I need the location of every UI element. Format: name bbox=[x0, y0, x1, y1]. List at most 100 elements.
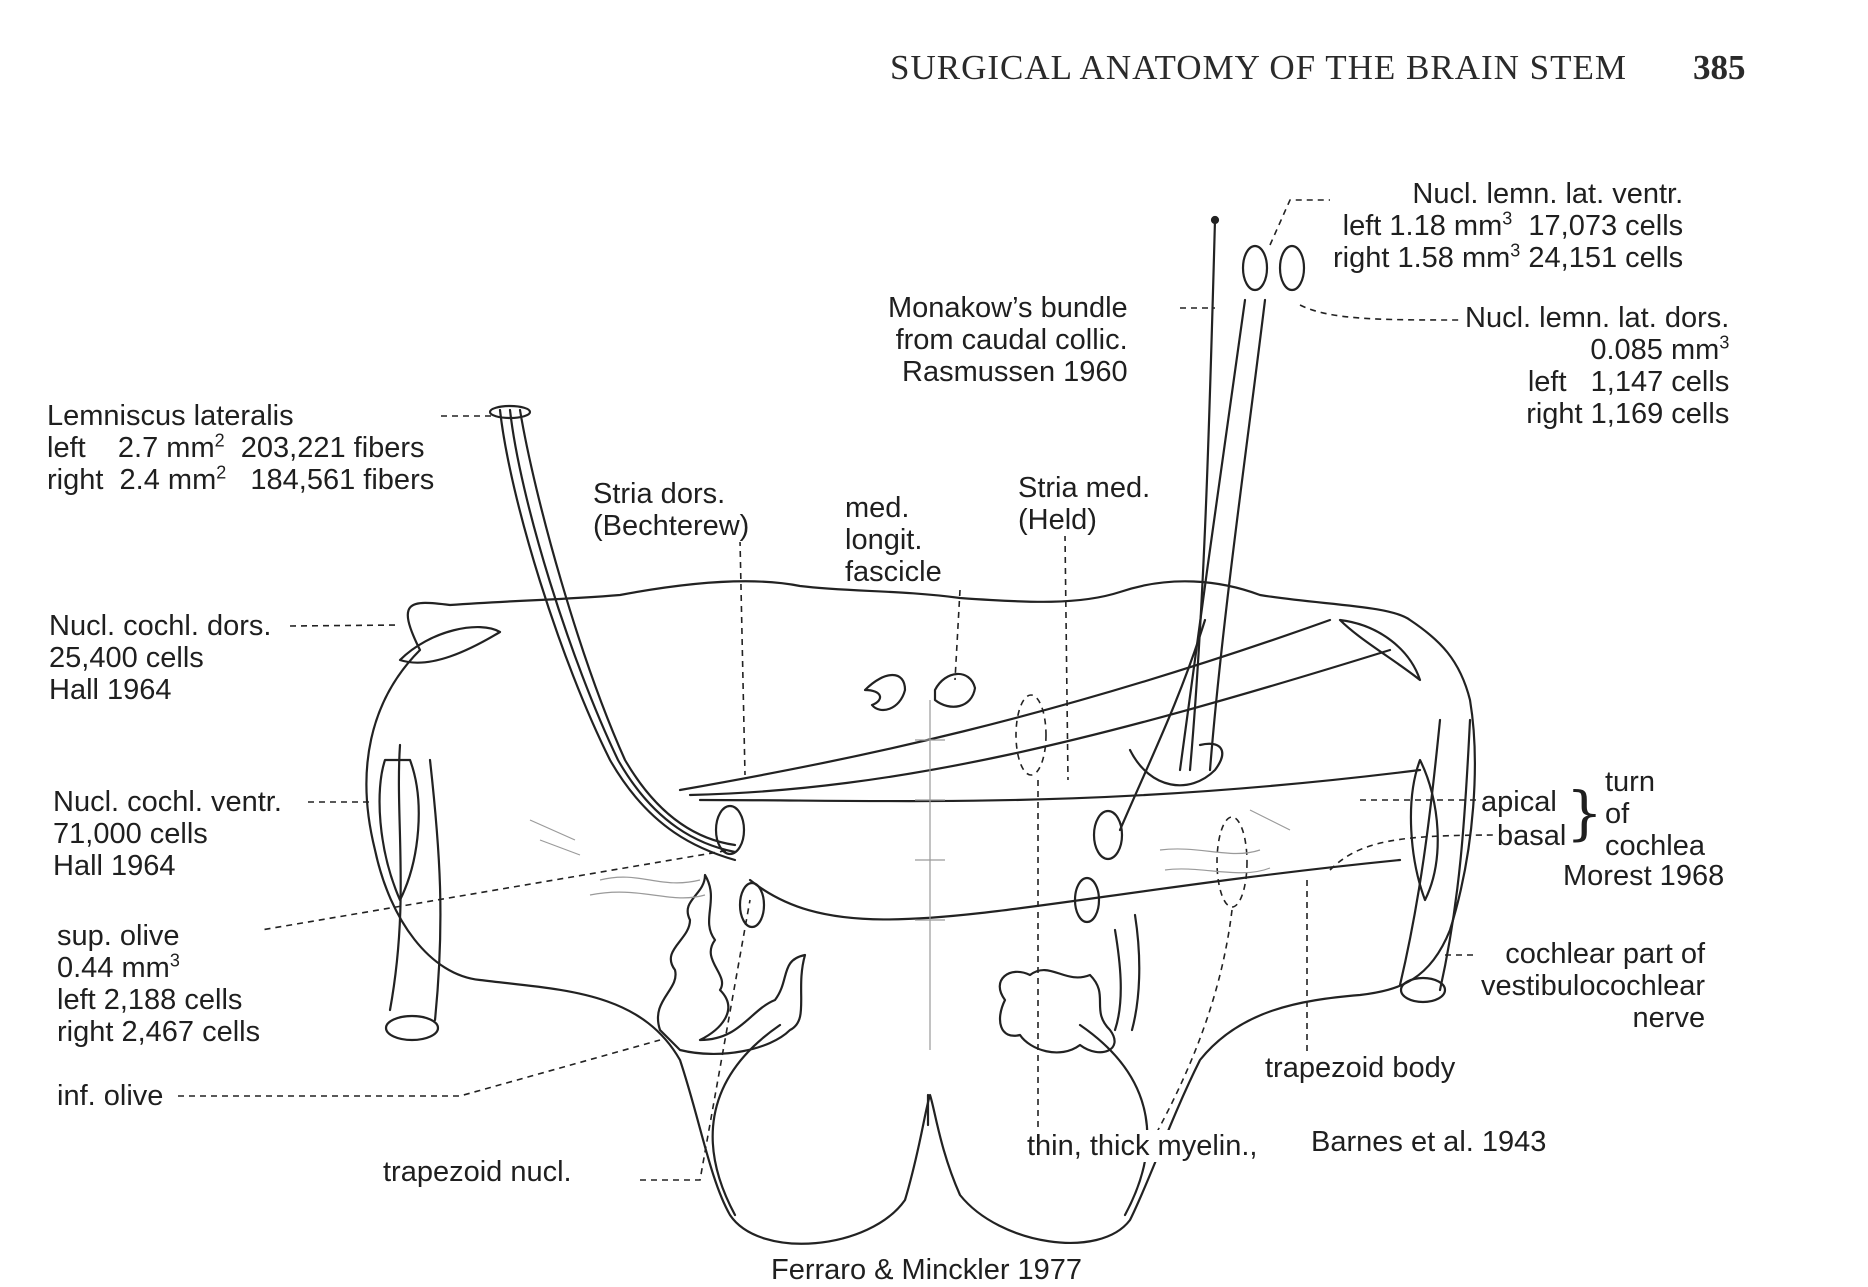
label-nucl-cochl-dors: Nucl. cochl. dors. 25,400 cells Hall 196… bbox=[46, 610, 275, 706]
left-inf-olive bbox=[657, 873, 807, 1056]
cochlea-brace: } bbox=[1566, 779, 1603, 847]
leader-trapezoid-nucl bbox=[640, 899, 751, 1181]
label-nld-title: Nucl. lemn. lat. dors. bbox=[1465, 302, 1730, 334]
texture-left bbox=[529, 819, 706, 899]
leader-stria-dors bbox=[739, 539, 746, 776]
label-ll-left: left 2.7 mm2 203,221 fibers bbox=[47, 430, 425, 464]
label-monakow: Monakow’s bundle from caudal collic. Ras… bbox=[885, 292, 1131, 388]
label-ncd-2: 25,400 cells bbox=[49, 642, 204, 674]
monakow-bundle bbox=[1188, 218, 1217, 772]
label-ncv-2: 71,000 cells bbox=[53, 818, 208, 850]
trap-dashed bbox=[1216, 816, 1248, 908]
label-cn-3: nerve bbox=[1632, 1002, 1706, 1034]
label-ncd-1: Nucl. cochl. dors. bbox=[49, 610, 272, 642]
label-cn-1: cochlear part of bbox=[1505, 938, 1706, 970]
label-trapezoid-body: trapezoid body bbox=[1262, 1052, 1459, 1084]
label-med-long-fascicle: med. longit. fascicle bbox=[842, 492, 945, 588]
right-dors-cochl-nucleus bbox=[1338, 618, 1422, 682]
label-nlv-title: Nucl. lemn. lat. ventr. bbox=[1412, 178, 1684, 210]
label-turn: turn bbox=[1605, 766, 1655, 798]
lemniscus-left-outer bbox=[498, 408, 737, 862]
running-head: SURGICAL ANATOMY OF THE BRAIN STEM 385 bbox=[890, 48, 1746, 88]
label-nld-left: left 1,147 cells bbox=[1527, 366, 1730, 398]
lemniscus-left-inner bbox=[518, 408, 737, 847]
leader-sup-olive bbox=[231, 849, 731, 936]
stria-dors-fiber-2 bbox=[688, 648, 1392, 797]
label-sm-1: Stria med. bbox=[1018, 472, 1151, 504]
label-sm-2: (Held) bbox=[1018, 504, 1097, 536]
leader-inf-olive bbox=[178, 1039, 661, 1097]
label-ncv-1: Nucl. cochl. ventr. bbox=[53, 786, 282, 818]
label-mlf-2: longit. bbox=[845, 524, 923, 556]
page-number: 385 bbox=[1693, 48, 1746, 87]
label-monakow-1: Monakow’s bundle bbox=[888, 292, 1128, 324]
label-nucl-lemn-lat-ventr: Nucl. lemn. lat. ventr. left 1.18 mm3 17… bbox=[1330, 178, 1687, 274]
label-of: of bbox=[1605, 798, 1630, 830]
brainstem-outline bbox=[365, 580, 1476, 1245]
nucl-lemn-lat-ventr-a bbox=[1241, 244, 1269, 292]
left-vent-cochl-nucleus bbox=[378, 758, 420, 902]
monakow-end bbox=[1210, 215, 1220, 225]
right-nerve-stump bbox=[1398, 718, 1472, 992]
label-apical: apical bbox=[1478, 786, 1560, 818]
label-basal: basal bbox=[1494, 820, 1570, 852]
leader-thin-myelin-2 bbox=[1149, 909, 1233, 1146]
label-nlv-right: right 1.58 mm3 24,151 cells bbox=[1333, 240, 1684, 274]
label-monakow-3: Rasmussen 1960 bbox=[902, 356, 1128, 388]
lemniscus-right-outer bbox=[1178, 298, 1247, 772]
label-nlv-left: left 1.18 mm3 17,073 cells bbox=[1342, 208, 1684, 242]
left-dors-cochl-nucleus bbox=[398, 625, 502, 664]
running-title: SURGICAL ANATOMY OF THE BRAIN STEM bbox=[890, 48, 1627, 87]
label-so-2: 0.44 mm3 bbox=[57, 950, 180, 984]
label-ll-right: right 2.4 mm2 184,561 fibers bbox=[47, 462, 435, 496]
label-inf-olive: inf. olive bbox=[54, 1080, 167, 1112]
left-sup-olive-b bbox=[738, 881, 766, 929]
label-so-1: sup. olive bbox=[57, 920, 180, 952]
stria-dors-fiber bbox=[678, 618, 1332, 792]
label-stria-med: Stria med. (Held) bbox=[1015, 472, 1154, 536]
stria-med-fiber bbox=[698, 768, 1422, 803]
lemniscus-right-inner bbox=[1208, 298, 1267, 772]
label-so-4: right 2,467 cells bbox=[57, 1016, 261, 1048]
right-sup-olive-a bbox=[1092, 809, 1124, 861]
label-so-3: left 2,188 cells bbox=[57, 984, 243, 1016]
right-inf-olive bbox=[998, 969, 1116, 1054]
leader-basal bbox=[1329, 834, 1501, 871]
leader-mlf bbox=[954, 589, 961, 681]
right-vent-cochl-nucleus bbox=[1409, 758, 1439, 902]
label-cochlear-nerve: cochlear part of vestibulocochlear nerve bbox=[1478, 938, 1709, 1034]
nucl-lemn-lat-ventr-b bbox=[1278, 244, 1306, 292]
trapezoid-fiber bbox=[748, 858, 1402, 921]
stria-med-dashed bbox=[1015, 694, 1047, 776]
label-trapezoid-nucl: trapezoid nucl. bbox=[380, 1156, 575, 1188]
leader-nucl-lemn-dors bbox=[1299, 304, 1461, 321]
label-nld-volume: 0.085 mm3 bbox=[1590, 332, 1730, 366]
label-sd-1: Stria dors. bbox=[593, 478, 726, 510]
label-sup-olive: sup. olive 0.44 mm3 left 2,188 cells rig… bbox=[54, 920, 264, 1048]
texture-right bbox=[1159, 809, 1291, 874]
right-nerve-end bbox=[1399, 976, 1447, 1004]
left-nerve-stump bbox=[388, 743, 442, 1022]
pyramid-right bbox=[1078, 1023, 1149, 1217]
lemniscus-left-top bbox=[488, 404, 532, 420]
monakow-to-olive bbox=[1118, 618, 1207, 832]
label-monakow-2: from caudal collic. bbox=[895, 324, 1128, 356]
left-nerve-end bbox=[384, 1014, 440, 1042]
label-ll-title: Lemniscus lateralis bbox=[47, 400, 294, 432]
left-sup-olive-a bbox=[714, 804, 746, 856]
label-ncd-3: Hall 1964 bbox=[49, 674, 172, 706]
mlf-left bbox=[863, 674, 907, 712]
mlf-right bbox=[933, 672, 977, 708]
label-nucl-lemn-lat-dors: Nucl. lemn. lat. dors. 0.085 mm3 left 1,… bbox=[1462, 302, 1733, 430]
label-morest: Morest 1968 bbox=[1560, 860, 1728, 892]
leader-nucl-lemn-ventr bbox=[1269, 199, 1460, 246]
label-cochlea-turn: turn of cochlea bbox=[1602, 766, 1708, 862]
label-stria-dors: Stria dors. (Bechterew) bbox=[590, 478, 753, 542]
label-mlf-1: med. bbox=[845, 492, 910, 524]
label-cn-2: vestibulocochlear bbox=[1481, 970, 1706, 1002]
lemniscus-left-mid bbox=[508, 408, 737, 854]
label-myelin: thin, thick myelin., bbox=[1024, 1130, 1261, 1162]
texture-midline bbox=[915, 700, 945, 1050]
right-loop bbox=[1128, 742, 1224, 787]
